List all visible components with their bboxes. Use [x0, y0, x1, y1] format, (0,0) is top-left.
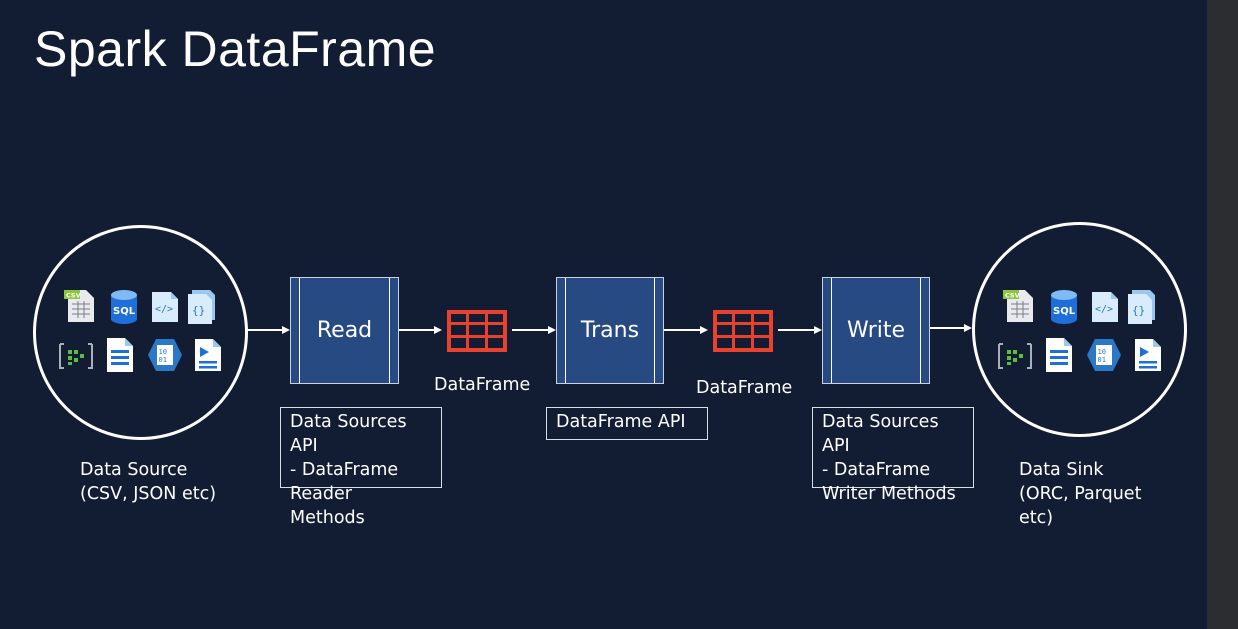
- data-source-formats: (CSV, JSON etc): [80, 484, 217, 504]
- reader-api-line3: Reader Methods: [290, 484, 365, 528]
- csv-file-icon: CSV: [64, 288, 96, 324]
- dataframe-label-2: DataFrame: [696, 378, 793, 398]
- trans-step-box: Trans: [556, 277, 664, 384]
- dataframe-api-line1: DataFrame API: [556, 412, 686, 432]
- data-source-label: Data Source (CSV, JSON etc): [80, 458, 216, 506]
- json-file-icon: {}: [1126, 290, 1156, 324]
- writer-api-line1: Data Sources API: [822, 412, 939, 456]
- flow-arrows: [247, 324, 972, 334]
- writer-api-line3: Writer Methods: [822, 484, 956, 504]
- svg-text:CSV: CSV: [66, 292, 81, 300]
- json-file-icon: {}: [186, 290, 216, 324]
- writer-api-line2: - DataFrame: [822, 460, 931, 480]
- svg-text:</>: </>: [1095, 304, 1113, 315]
- data-source-circle: [33, 225, 248, 440]
- data-sink-formats-cont: etc): [1019, 508, 1054, 528]
- media-file-icon: [193, 337, 223, 373]
- writer-api-box: Data Sources API - DataFrame Writer Meth…: [812, 407, 974, 504]
- reader-api-box: Data Sources API - DataFrame Reader Meth…: [280, 407, 442, 528]
- stream-analytics-icon: [58, 341, 94, 371]
- xml-code-file-icon: </>: [150, 290, 180, 324]
- stream-analytics-icon: [997, 341, 1033, 371]
- slide-title: Spark DataFrame: [34, 21, 437, 77]
- svg-text:01: 01: [1098, 356, 1106, 364]
- data-sink-formats: (ORC, Parquet: [1019, 484, 1142, 504]
- slide: Spark DataFrame CSV: [33, 21, 1187, 530]
- svg-text:CSV: CSV: [1005, 292, 1020, 300]
- write-step-box: Write: [822, 277, 930, 384]
- document-icon: [105, 336, 135, 374]
- data-sink-title: Data Sink: [1019, 460, 1104, 480]
- binary-file-icon: 10 01: [1085, 337, 1123, 373]
- media-file-icon: [1133, 337, 1163, 373]
- svg-text:10: 10: [1098, 348, 1106, 356]
- trans-step-label: Trans: [580, 318, 640, 343]
- svg-text:{}: {}: [192, 304, 205, 317]
- svg-text:</>: </>: [155, 304, 173, 315]
- sql-database-icon: SQL: [1049, 289, 1079, 325]
- document-icon: [1044, 336, 1074, 374]
- write-step-label: Write: [846, 318, 906, 343]
- sql-database-icon: SQL: [109, 289, 139, 325]
- svg-text:SQL: SQL: [113, 306, 136, 317]
- data-sink-circle: [972, 222, 1187, 437]
- read-step-box: Read: [290, 277, 399, 384]
- svg-text:10: 10: [159, 348, 167, 356]
- binary-file-icon: 10 01: [146, 337, 184, 373]
- dataframe-label-1: DataFrame: [434, 375, 531, 395]
- read-step-label: Read: [316, 318, 373, 343]
- data-sink-label: Data Sink (ORC, Parquet etc): [1019, 458, 1141, 530]
- dataframe-api-box: DataFrame API: [546, 407, 708, 440]
- dataframe-grid-icon: [713, 310, 773, 352]
- svg-text:{}: {}: [1132, 304, 1145, 317]
- xml-code-file-icon: </>: [1090, 290, 1120, 324]
- reader-api-line2: - DataFrame: [290, 460, 399, 480]
- csv-file-icon: CSV: [1003, 288, 1035, 324]
- dataframe-grid-icon: [447, 310, 507, 352]
- svg-text:01: 01: [159, 356, 167, 364]
- data-source-title: Data Source: [80, 460, 188, 480]
- reader-api-line1: Data Sources API: [290, 412, 407, 456]
- window-edge-bar: [1207, 0, 1238, 629]
- svg-text:SQL: SQL: [1053, 306, 1076, 317]
